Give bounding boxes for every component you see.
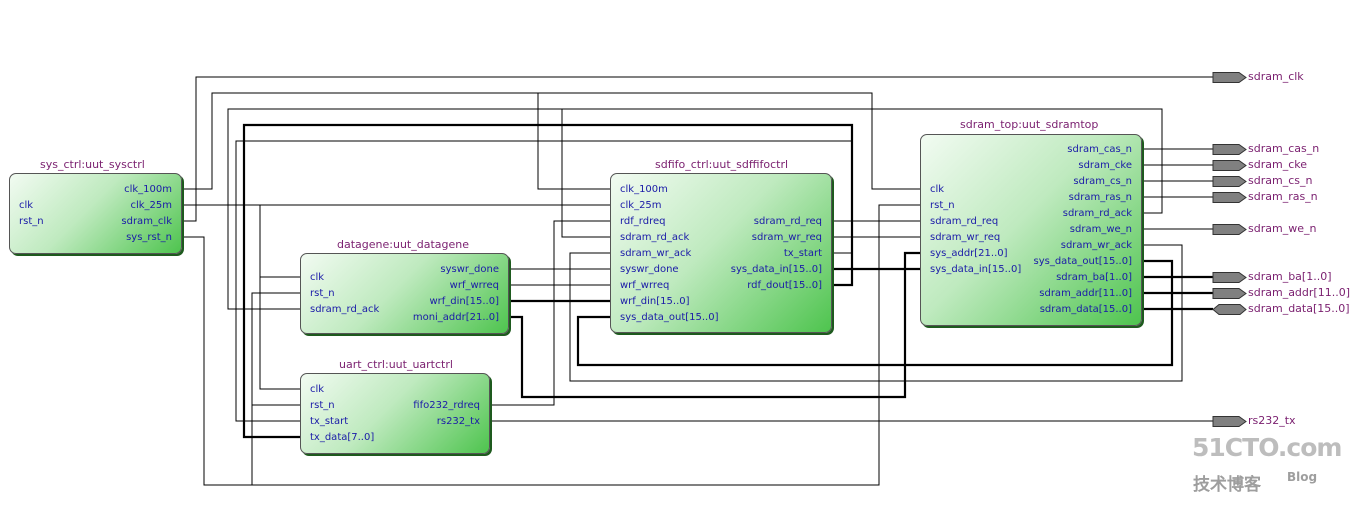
bidir-pin-icon[interactable] [1212,304,1247,315]
sysctrl-out-port: clk_25m [130,200,172,211]
bus-rdf-dout [242,123,854,439]
sysctrl-out-port: clk_100m [124,184,172,195]
output-pin-icon[interactable] [1212,272,1247,283]
sdramtop-out-port: sdram_we_n [1069,224,1132,235]
output-pin-icon[interactable] [1212,224,1247,235]
pin-label: sdram_data[15..0] [1248,302,1350,315]
uartctrl-title: uart_ctrl:uut_uartctrl [339,358,453,371]
sdffifo-out-port: rdf_dout[15..0] [747,280,822,291]
sdffifo-out-port: sys_data_in[15..0] [730,264,822,275]
output-pin-icon[interactable] [1212,176,1247,187]
wire-tx-start [235,140,853,422]
uartctrl-in-port: rst_n [310,400,335,411]
datagene-out-port: wrf_din[15..0] [429,296,499,307]
wire-clk-25m-drop [259,205,300,278]
output-pin-icon[interactable] [1212,72,1247,83]
sdffifo-in-port: sdram_rd_ack [620,232,690,243]
pin-label: sdram_ras_n [1248,190,1318,203]
sdramtop-in-port: sys_data_in[15..0] [930,264,1022,275]
sdramtop-out-port: sdram_cas_n [1067,144,1132,155]
wire-fifo232-rdreq [489,220,610,406]
sysctrl-block[interactable]: clk rst_n clk_100m clk_25m sdram_clk sys… [9,173,182,254]
sdramtop-out-port: sys_data_out[15..0] [1033,256,1133,267]
sysctrl-in-port: clk [19,200,34,211]
wire-sdram-wr-ack [569,244,1183,382]
datagene-in-port: rst_n [310,288,335,299]
pin-label: rs232_tx [1248,414,1296,427]
sdffifo-out-port: sdram_rd_req [753,216,822,227]
sdffifo-in-port: clk_100m [620,184,668,195]
output-pin-icon[interactable] [1212,192,1247,203]
pin-label: sdram_cs_n [1248,174,1313,187]
output-pin-icon[interactable] [1212,160,1247,171]
uartctrl-out-port: rs232_tx [436,416,480,427]
pin-label: sdram_addr[11..0] [1248,286,1350,299]
sdffifo-block[interactable]: clk_100m clk_25m rdf_rdreq sdram_rd_ack … [610,173,832,333]
sdffifo-in-port: clk_25m [620,200,662,211]
sysctrl-out-port: sdram_clk [121,216,172,227]
sysctrl-out-port: sys_rst_n [126,232,172,243]
wire-clk-100m-top [538,92,920,190]
datagene-out-port: wrf_wrreq [449,280,499,291]
sdramtop-out-port: sdram_wr_ack [1060,240,1132,251]
sdffifo-in-port: rdf_rdreq [620,216,666,227]
sdramtop-out-port: sdram_rd_ack [1062,208,1132,219]
sdramtop-out-port: sdram_addr[11..0] [1039,288,1132,299]
pin-label: sdram_clk [1248,70,1304,83]
sdramtop-in-port: sdram_wr_req [930,232,1001,243]
wire-sys-rst-n [181,204,920,486]
sdramtop-block[interactable]: clk rst_n sdram_rd_req sdram_wr_req sys_… [920,134,1142,326]
sysctrl-title: sys_ctrl:uut_sysctrl [40,158,145,171]
watermark-brand: 51CTO.com [1192,433,1342,462]
sdffifo-title: sdfifo_ctrl:uut_sdffifoctrl [655,158,789,171]
wire-sdram-clk [181,76,1213,222]
sdffifo-in-port: wrf_din[15..0] [620,296,690,307]
wire-clk-100m [181,92,610,190]
output-pin-icon[interactable] [1212,416,1247,427]
wire-clk-25m-uart [259,277,300,390]
watermark-blog: Blog [1287,470,1318,484]
datagene-out-port: moni_addr[21..0] [412,312,499,323]
sdffifo-in-port: sys_data_out[15..0] [620,312,719,323]
uartctrl-in-port: tx_data[7..0] [310,432,375,443]
sdffifo-in-port: sdram_wr_ack [620,248,692,259]
uartctrl-out-port: fifo232_rdreq [413,400,480,411]
datagene-out-port: syswr_done [440,264,499,275]
uartctrl-in-port: clk [310,384,325,395]
pin-label: sdram_cke [1248,158,1307,171]
datagene-in-port: clk [310,272,325,283]
sdramtop-out-port: sdram_data[15..0] [1039,304,1132,315]
sdramtop-in-port: clk [930,184,945,195]
pin-label: sdram_we_n [1248,222,1317,235]
datagene-title: datagene:uut_datagene [337,238,469,251]
sdramtop-out-port: sdram_ba[1..0] [1056,272,1132,283]
output-pin-icon[interactable] [1212,288,1247,299]
pin-label: sdram_ba[1..0] [1248,270,1332,283]
sdramtop-out-port: sdram_cke [1078,160,1132,171]
sdramtop-in-port: rst_n [930,200,955,211]
sdffifo-out-port: sdram_wr_req [751,232,822,243]
bus-moni-addr [508,251,920,399]
watermark-tagline: 技术博客 [1193,475,1261,495]
sdffifo-out-port: tx_start [783,248,822,259]
sdramtop-out-port: sdram_cs_n [1073,176,1132,187]
sdramtop-in-port: sdram_rd_req [930,216,999,227]
uartctrl-block[interactable]: clk rst_n tx_start tx_data[7..0] fifo232… [300,373,490,454]
bus-sys-data-out [576,259,1174,367]
sdffifo-in-port: wrf_wrreq [620,280,670,291]
sdramtop-title: sdram_top:uut_sdramtop [960,118,1099,131]
datagene-block[interactable]: clk rst_n sdram_rd_ack syswr_done wrf_wr… [300,253,509,334]
output-pin-icon[interactable] [1212,144,1247,155]
wire-rd-ack-fifo [561,109,610,238]
pin-label: sdram_cas_n [1248,142,1320,155]
sysctrl-in-port: rst_n [19,216,44,227]
wire-sdram-rd-ack [227,108,1163,310]
uartctrl-in-port: tx_start [310,416,349,427]
sdffifo-in-port: syswr_done [620,264,679,275]
datagene-in-port: sdram_rd_ack [310,304,380,315]
sdramtop-out-port: sdram_ras_n [1068,192,1132,203]
sdramtop-in-port: sys_addr[21..0] [930,248,1008,259]
